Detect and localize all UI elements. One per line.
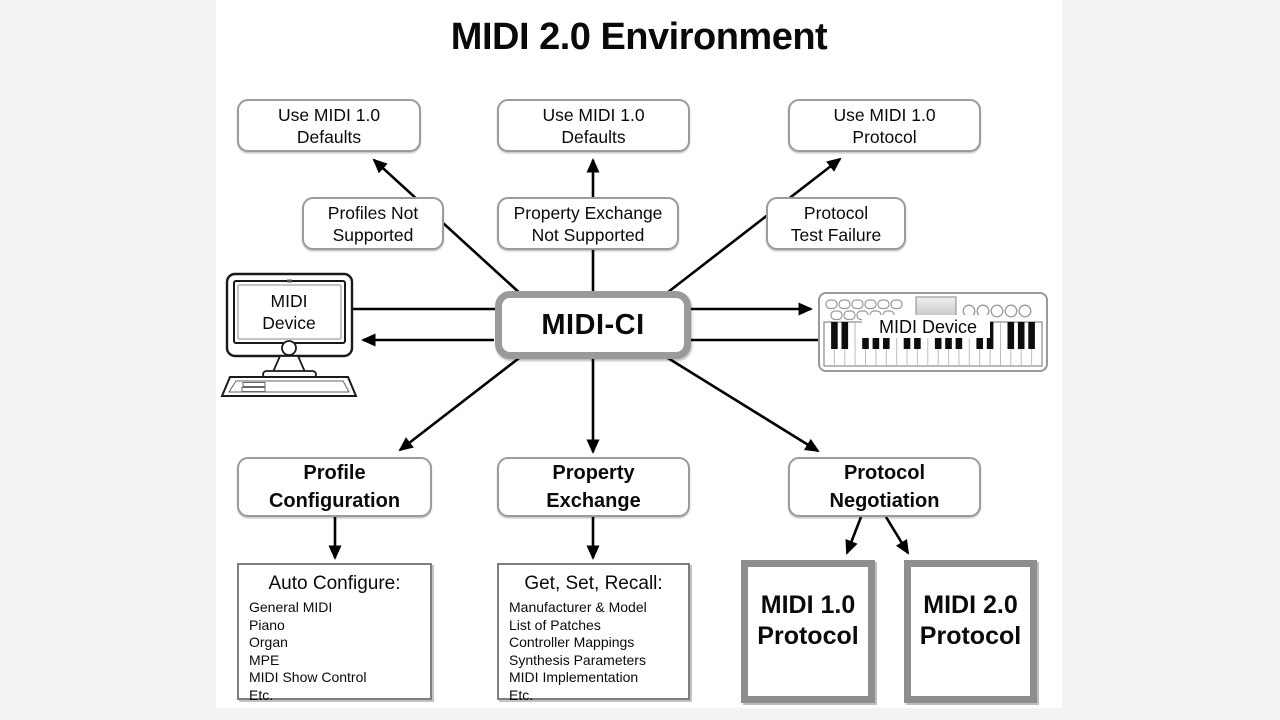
node-text: Test Failure bbox=[790, 224, 882, 245]
node-text: Property Exchange bbox=[513, 202, 663, 223]
list-item: Synthesis Parameters bbox=[509, 651, 646, 668]
node-profiles-not-supported: Profiles Not Supported bbox=[302, 197, 444, 250]
node-text: Protocol bbox=[757, 621, 859, 650]
node-text: Profile bbox=[303, 462, 366, 484]
node-text: Exchange bbox=[546, 490, 641, 512]
arrow-midici-to-profile-configuration bbox=[398, 353, 524, 452]
node-auto-configure-list: Auto Configure: General MIDI Piano Organ… bbox=[237, 563, 432, 703]
list-item: Etc. bbox=[249, 686, 274, 703]
node-property-exchange-not-supported: Property Exchange Not Supported bbox=[497, 197, 679, 250]
node-use-midi10-protocol: Use MIDI 1.0 Protocol bbox=[788, 99, 981, 152]
keyboard-icon: MIDI Device bbox=[818, 292, 1048, 372]
node-property-exchange: Property Exchange bbox=[497, 457, 690, 517]
node-text: Protocol bbox=[852, 126, 917, 147]
list-item: MIDI Implementation bbox=[509, 669, 639, 685]
list-item: Controller Mappings bbox=[509, 634, 635, 650]
arrow-negotiation-to-midi10 bbox=[845, 516, 863, 555]
node-text: Protocol bbox=[803, 202, 869, 223]
node-use-midi10-defaults-center: Use MIDI 1.0 Defaults bbox=[497, 99, 690, 152]
node-midi-ci: MIDI-CI bbox=[495, 291, 691, 359]
node-text: MIDI-CI bbox=[541, 309, 645, 341]
computer-icon: MIDI Device bbox=[220, 272, 358, 397]
node-midi-10-protocol: MIDI 1.0 Protocol bbox=[741, 560, 875, 703]
diagram-title: MIDI 2.0 Environment bbox=[450, 16, 828, 58]
node-text: Configuration bbox=[268, 490, 401, 512]
list-header: Auto Configure: bbox=[268, 573, 401, 594]
node-text: MIDI 2.0 bbox=[923, 590, 1018, 619]
list-item: General MIDI bbox=[249, 599, 333, 615]
list-item: Etc. bbox=[509, 686, 534, 703]
computer-label-line2: Device bbox=[262, 313, 316, 333]
node-text: Use MIDI 1.0 bbox=[277, 104, 381, 125]
node-text: Use MIDI 1.0 bbox=[542, 104, 645, 125]
keyboard-label: MIDI Device bbox=[879, 317, 977, 337]
node-text: Not Supported bbox=[531, 224, 645, 245]
node-text: Defaults bbox=[296, 126, 362, 147]
node-text: Property bbox=[552, 462, 635, 484]
list-item: MPE bbox=[249, 651, 280, 668]
node-text: Defaults bbox=[561, 126, 626, 147]
node-protocol-test-failure: Protocol Test Failure bbox=[766, 197, 906, 250]
node-text: Use MIDI 1.0 bbox=[833, 104, 936, 125]
node-text: Protocol bbox=[843, 462, 926, 484]
node-profile-configuration: Profile Configuration bbox=[237, 457, 432, 517]
list-item: Organ bbox=[249, 634, 288, 650]
node-text: Supported bbox=[332, 224, 414, 245]
node-midi-20-protocol: MIDI 2.0 Protocol bbox=[904, 560, 1037, 703]
computer-label-line1: MIDI bbox=[271, 291, 308, 311]
list-header: Get, Set, Recall: bbox=[524, 573, 663, 594]
node-text: Profiles Not bbox=[327, 202, 419, 223]
node-protocol-negotiation: Protocol Negotiation bbox=[788, 457, 981, 517]
list-item: Manufacturer & Model bbox=[509, 599, 647, 615]
list-item: Piano bbox=[249, 616, 285, 633]
list-item: MIDI Show Control bbox=[249, 669, 367, 685]
node-text: Protocol bbox=[919, 621, 1022, 650]
node-get-set-recall-list: Get, Set, Recall: Manufacturer & Model L… bbox=[497, 563, 690, 703]
arrow-midici-to-use-protocol-right bbox=[662, 157, 842, 298]
arrow-midici-to-use-defaults-left bbox=[372, 158, 524, 297]
arrow-midici-to-protocol-negotiation bbox=[662, 353, 820, 453]
arrow-negotiation-to-midi20 bbox=[884, 516, 910, 555]
list-item: List of Patches bbox=[509, 616, 601, 633]
node-text: Negotiation bbox=[829, 490, 940, 512]
node-use-midi10-defaults-left: Use MIDI 1.0 Defaults bbox=[237, 99, 421, 152]
node-text: MIDI 1.0 bbox=[760, 590, 856, 619]
keyboard-display bbox=[915, 296, 957, 318]
